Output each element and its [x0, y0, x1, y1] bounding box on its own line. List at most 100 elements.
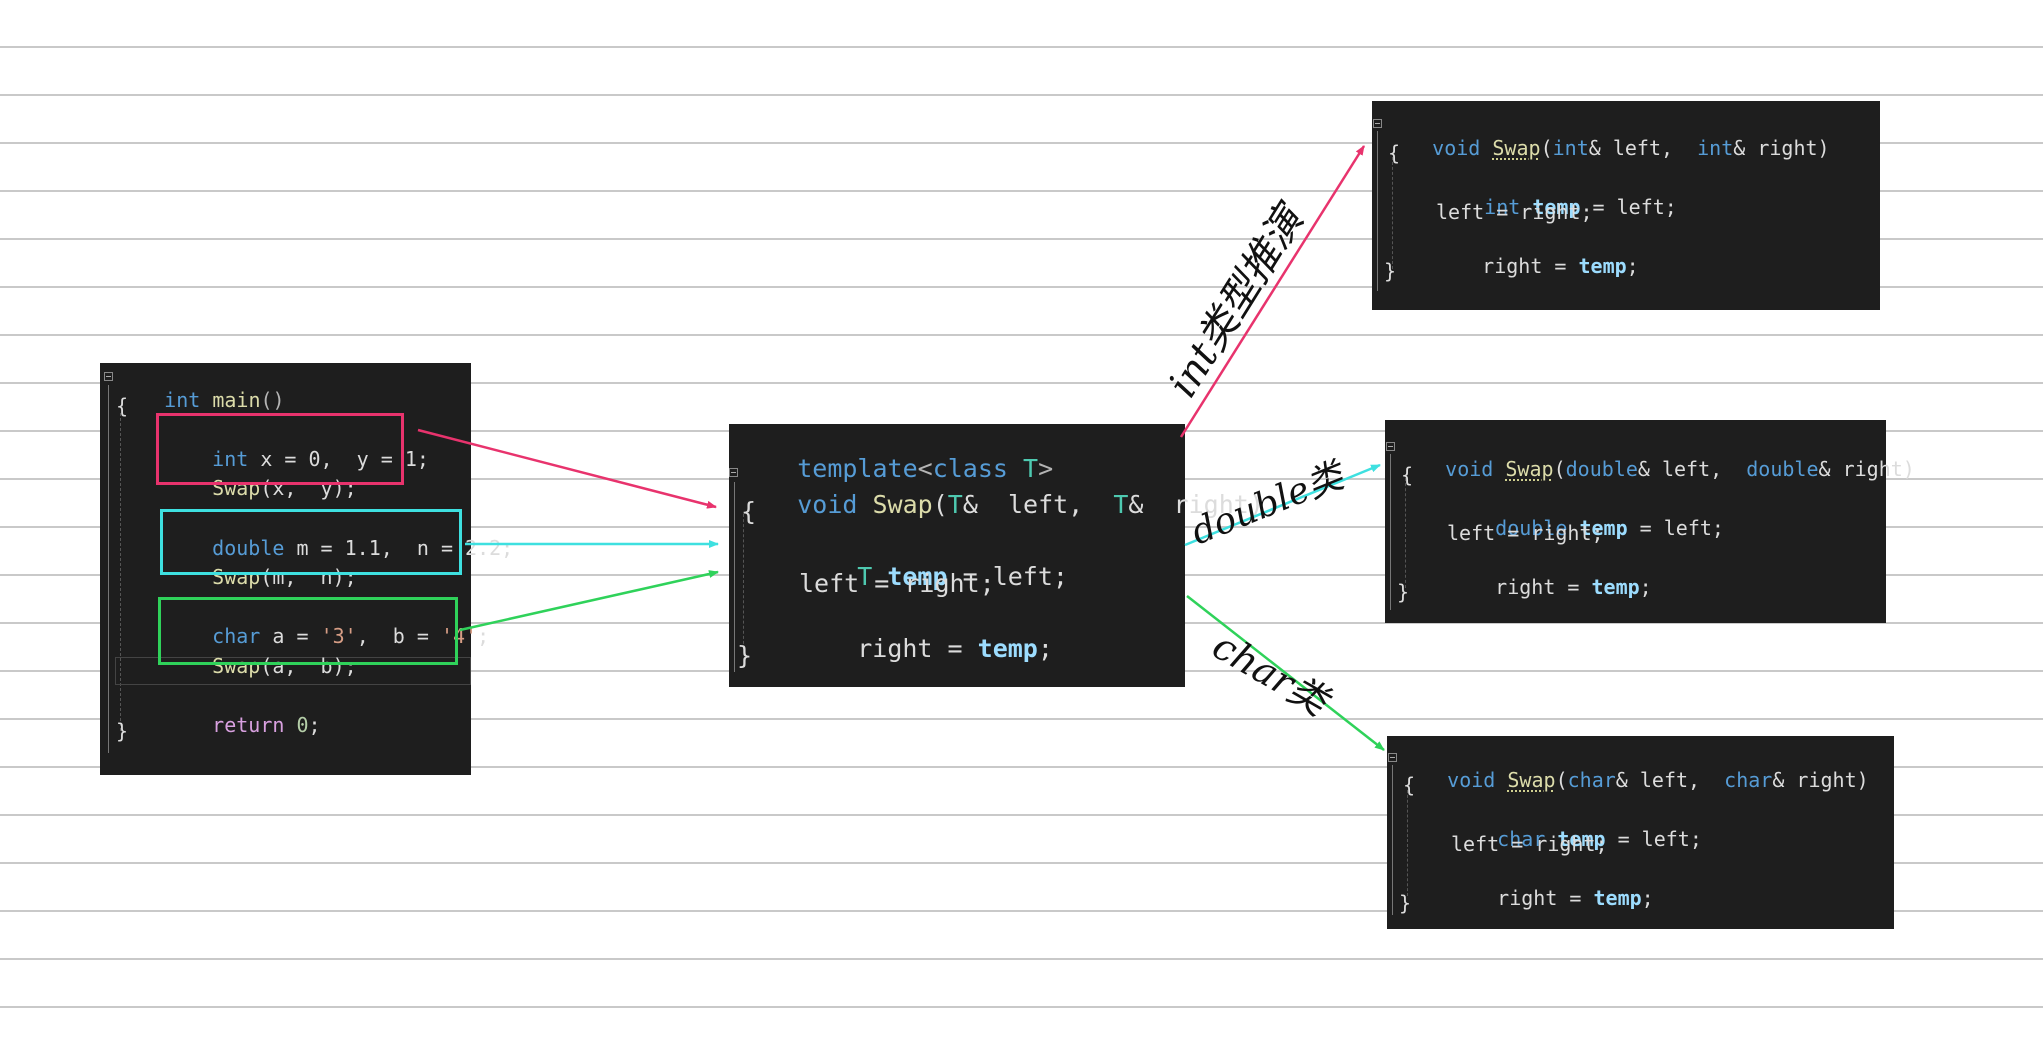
keyword: int [1552, 136, 1589, 160]
keyword: char [212, 624, 261, 648]
code-line: left = right; [1451, 832, 1608, 856]
code-line: template<class T> [737, 425, 1053, 512]
variable: temp [1578, 254, 1627, 278]
code-line: left = right; [1447, 521, 1604, 545]
type-param: T [857, 562, 873, 591]
keyword: int [164, 388, 201, 412]
code-text: m = 1.1, n = 2.2; [284, 536, 514, 560]
code-line: int x = 0, y = 1; [164, 423, 429, 495]
code-text: & left, [962, 490, 1114, 519]
collapse-toggle-icon[interactable] [1373, 119, 1382, 128]
code-text: ( [1540, 136, 1553, 160]
collapse-toggle-icon[interactable] [1386, 442, 1395, 451]
code-text: ; [1626, 254, 1639, 278]
code-text: a = [260, 624, 321, 648]
code-line: void Swap(int& left, int& right) [1384, 112, 1830, 184]
keyword: double [1565, 457, 1638, 481]
code-line: int main() [116, 364, 285, 436]
code-text: ( [932, 490, 948, 519]
code-text: (a, b); [260, 654, 357, 678]
code-line: } [737, 641, 753, 670]
code-line: { [116, 394, 129, 418]
code-text: ; [1037, 634, 1053, 663]
code-text: & right) [1128, 490, 1264, 519]
code-text: right = [1497, 886, 1594, 910]
code-line: right = temp; [1447, 551, 1652, 623]
indent-guide [743, 514, 744, 649]
code-text: ; [308, 713, 321, 737]
int-instantiation-arrow [1179, 145, 1366, 438]
punct: > [1038, 454, 1054, 483]
function-name: Swap [1505, 457, 1554, 481]
function-name: Swap [1507, 768, 1556, 792]
code-line: right = temp; [1434, 230, 1639, 302]
function-name: Swap [212, 654, 261, 678]
variable: temp [977, 634, 1038, 663]
code-line: left = right; [1436, 200, 1593, 224]
char-instantiation-arrow [1186, 595, 1385, 751]
code-line: T temp = left; [797, 533, 1068, 620]
code-line: right = temp; [797, 605, 1053, 692]
keyword: void [1445, 457, 1494, 481]
template-code-panel: template<class T> void Swap(T& left, T& … [729, 424, 1264, 687]
code-line: { [1388, 141, 1401, 165]
keyword: void [1447, 768, 1496, 792]
code-text: & left, [1615, 768, 1725, 792]
scope-bar [734, 482, 735, 672]
keyword: char [1724, 768, 1773, 792]
code-text: = left; [1580, 195, 1677, 219]
code-text: x = 0, y = 1; [248, 447, 429, 471]
code-text: & right) [1733, 136, 1830, 160]
code-text: ; [477, 624, 490, 648]
code-text: ( [1555, 768, 1568, 792]
string-literal: '3' [320, 624, 357, 648]
code-line: Swap(a, b); [164, 630, 357, 702]
keyword: char [1497, 827, 1546, 851]
scope-bar [1377, 131, 1378, 291]
variable: temp [1567, 516, 1628, 540]
code-line: double m = 1.1, n = 2.2; [164, 512, 513, 584]
function-name: main [212, 388, 261, 412]
function-name: Swap [212, 476, 261, 500]
scope-bar [1392, 765, 1393, 915]
type-param: T [1007, 454, 1039, 483]
collapse-toggle-icon[interactable] [104, 372, 113, 381]
code-text: & left, [1637, 457, 1747, 481]
current-line-highlight [115, 657, 471, 685]
keyword: char [1567, 768, 1616, 792]
code-line: } [1384, 259, 1397, 283]
punct: () [260, 388, 285, 412]
char-call-arrow [459, 570, 719, 632]
code-text: = left; [1605, 827, 1702, 851]
indent-guide [1405, 478, 1406, 588]
code-line: left = right; [799, 569, 995, 598]
double-instantiation-arrow [1184, 463, 1381, 547]
code-line: return 0; [164, 689, 321, 761]
number-literal: 0 [284, 713, 309, 737]
code-line: } [116, 719, 129, 743]
code-line: Swap(m, n); [164, 541, 357, 613]
indent-guide [1392, 157, 1393, 269]
int-instance-panel: void Swap(int& left, int& right) { int t… [1372, 101, 1880, 310]
keyword: double [1746, 457, 1819, 481]
collapse-toggle-icon[interactable] [729, 468, 738, 477]
scope-bar [108, 385, 109, 753]
code-text: right = [1495, 575, 1592, 599]
code-text: ; [1639, 575, 1652, 599]
keyword: template [797, 454, 918, 483]
keyword: return [212, 713, 285, 737]
double-instance-panel: void Swap(double& left, double& right) {… [1385, 420, 1915, 623]
keyword: int [1697, 136, 1734, 160]
indent-guide [120, 413, 121, 731]
collapse-toggle-icon[interactable] [1388, 753, 1397, 762]
code-line: Swap(x, y); [164, 452, 357, 524]
variable: temp [1545, 827, 1606, 851]
code-text: ; [1641, 886, 1654, 910]
function-name: Swap [857, 490, 933, 519]
code-line: int temp = left; [1436, 171, 1677, 243]
keyword: void [1432, 136, 1481, 160]
code-line: { [1401, 463, 1414, 487]
variable: temp [1591, 575, 1640, 599]
double-call-highlight-box [160, 509, 462, 575]
